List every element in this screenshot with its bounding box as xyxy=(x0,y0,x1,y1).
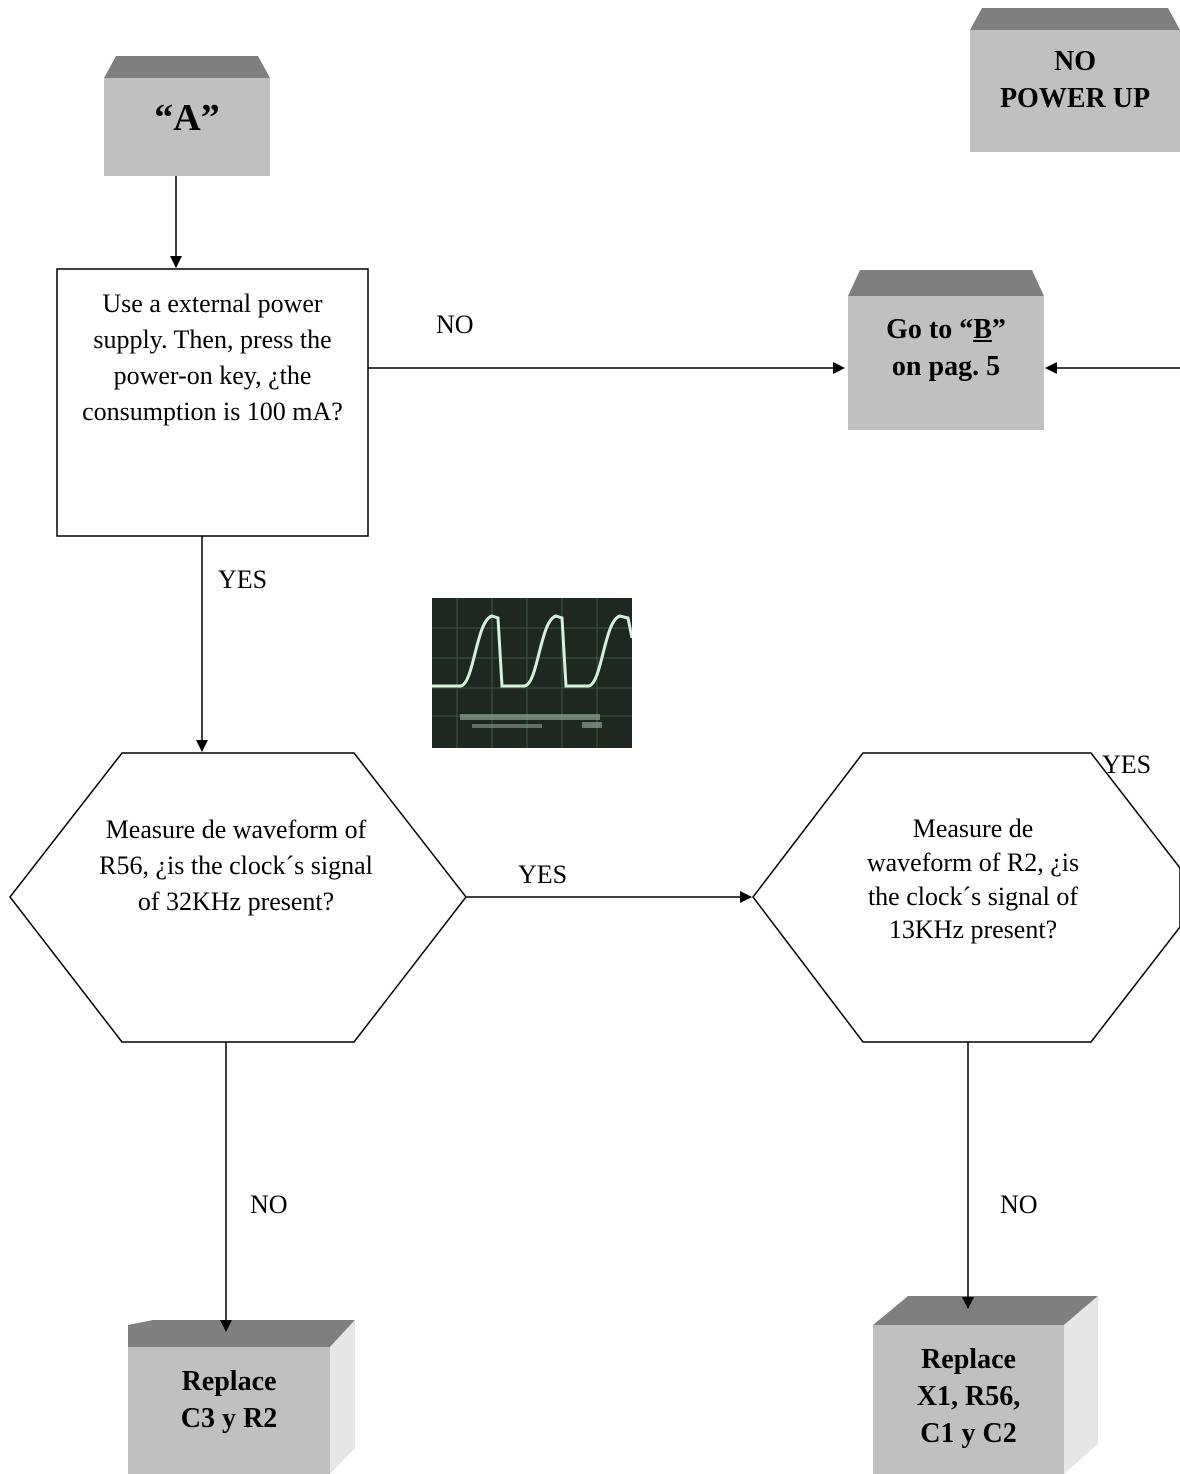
measure-r2-hexagon xyxy=(752,752,1180,1043)
goto-b-label: Go to “B” on pag. 5 xyxy=(848,312,1044,386)
external-supply-box xyxy=(56,268,369,537)
no-power-up-line2: POWER UP xyxy=(999,82,1151,114)
no-power-up-box xyxy=(970,8,1180,152)
goto-b-suffix: ” xyxy=(991,314,1006,345)
replace-x1-line1: Replace xyxy=(921,1344,1016,1375)
edge-label-r2-no: NO xyxy=(1000,1190,1038,1219)
replace-x1-line3: C1 y C2 xyxy=(920,1417,1017,1449)
external-supply-text: Use a external power supply. Then, press… xyxy=(82,289,343,426)
measure-r2-text: Measure de waveform of R2, ¿is the clock… xyxy=(866,814,1080,945)
replace-c3-r2-line2: C3 y R2 xyxy=(180,1402,278,1434)
measure-r56-text: Measure de waveform of R56, ¿is the cloc… xyxy=(99,815,373,916)
edge-label-r2-yes: YES xyxy=(1102,750,1152,779)
goto-b-prefix: Go to “ xyxy=(886,314,974,345)
edge-label-r56-no: NO xyxy=(250,1190,288,1219)
replace-x1-box xyxy=(873,1296,1098,1474)
no-power-up-label: NO POWER UP xyxy=(970,44,1180,118)
goto-b-line1: Go to “B” xyxy=(848,312,1044,349)
edge-label-supply-yes: YES xyxy=(218,565,268,594)
replace-x1-line2: X1, R56, xyxy=(916,1380,1021,1412)
replace-c3-r2-box xyxy=(128,1320,355,1474)
oscilloscope-waveform-image xyxy=(432,598,632,748)
start-a-label: “A” xyxy=(154,97,220,139)
goto-b-box xyxy=(848,270,1044,430)
goto-b-line2: on pag. 5 xyxy=(891,350,1001,382)
replace-c3-r2-label: Replace C3 y R2 xyxy=(128,1364,330,1438)
edge-label-r56-yes: YES xyxy=(518,860,568,889)
replace-c3-r2-line1: Replace xyxy=(181,1366,277,1397)
no-power-up-line1: NO xyxy=(1054,46,1096,77)
goto-b-link-letter: B xyxy=(973,314,992,345)
edge-label-supply-no: NO xyxy=(436,310,474,339)
start-a-box xyxy=(104,56,270,176)
replace-x1-label: Replace X1, R56, C1 y C2 xyxy=(873,1342,1064,1453)
